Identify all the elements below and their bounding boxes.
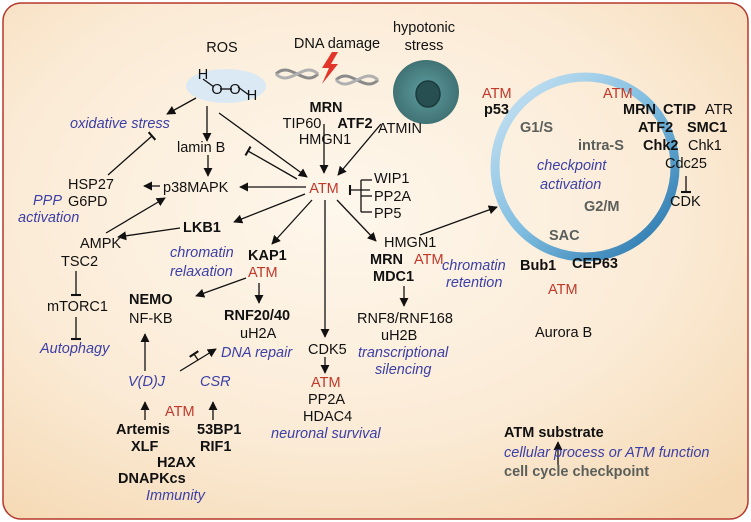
g6pd-label: G6PD (68, 194, 108, 210)
wip1-label: WIP1 (374, 171, 409, 187)
csr-label: CSR (200, 374, 231, 390)
legend-process: cellular process or ATM function (504, 445, 710, 461)
nfkb-label: NF-KB (129, 311, 173, 327)
g2m-label: G2/M (584, 199, 619, 215)
h2o2-h1: H (198, 67, 208, 83)
atf2-right-label: ATF2 (638, 120, 673, 136)
dnapkcs-label: DNAPKcs (118, 471, 186, 487)
hypotonic-cell-icon (393, 60, 459, 124)
ros-label: ROS (206, 40, 237, 56)
mrn-top-label: MRN (309, 100, 342, 116)
hsp27-label: HSP27 (68, 177, 114, 193)
ctip-label: CTIP (663, 102, 696, 118)
hypotonic-label: hypotonic (393, 20, 455, 36)
mdc1-label: MDC1 (373, 269, 414, 285)
mtorc1-label: mTORC1 (47, 299, 108, 315)
atm-center-label: ATM (309, 181, 339, 197)
chk1-label: Chk1 (688, 138, 722, 154)
kap1-label: KAP1 (248, 248, 287, 264)
pp2a-bottom-label: PP2A (308, 392, 345, 408)
dna-damage-icon (274, 52, 380, 86)
mrn-right-label: MRN (623, 102, 656, 118)
hmgn1-top-label: HMGN1 (299, 132, 351, 148)
h2ax-label: H2AX (157, 455, 196, 471)
p53-label: p53 (484, 102, 509, 118)
chromatin-retention-label-2: retention (446, 275, 502, 291)
atm-mid-label: ATM (414, 252, 444, 268)
ampk-label: AMPK (80, 236, 121, 252)
atmin-label: ATMIN (378, 121, 422, 137)
h2o2-h2: H (247, 88, 257, 104)
rnf8-rnf168-label: RNF8/RNF168 (357, 311, 453, 327)
hmgn1-mid-label: HMGN1 (384, 235, 436, 251)
dna-repair-label: DNA repair (221, 345, 293, 361)
atm-sac-label: ATM (548, 282, 578, 298)
dna-damage-label: DNA damage (294, 36, 380, 52)
pp2a-right-label: PP2A (374, 189, 411, 205)
artemis-label: Artemis (116, 422, 170, 438)
cdk5-label: CDK5 (308, 342, 347, 358)
atm-cdk5-label: ATM (311, 375, 341, 391)
legend-substrate: ATM substrate (504, 425, 604, 441)
g1s-label: G1/S (520, 120, 553, 136)
silencing-label: silencing (375, 362, 431, 378)
chromatin-relaxation-label-2: relaxation (170, 264, 233, 280)
tsc2-label: TSC2 (61, 254, 98, 270)
atm-intras-label: ATM (603, 86, 633, 102)
atm-immunity-label: ATM (165, 404, 195, 420)
uh2b-label: uH2B (381, 328, 417, 344)
h2o2-o2: O (229, 82, 240, 98)
atm-p53-label: ATM (482, 86, 512, 102)
53bp1-label: 53BP1 (197, 422, 241, 438)
checkpoint-label: checkpoint (537, 158, 607, 174)
bub1-label: Bub1 (520, 258, 556, 274)
cell-cycle-ring (490, 72, 680, 262)
autophagy-label: Autophagy (39, 341, 110, 357)
chromatin-relaxation-label-1: chromatin (170, 245, 234, 261)
immunity-label: Immunity (146, 488, 206, 504)
xlf-label: XLF (131, 439, 159, 455)
lamin-b-label: lamin B (177, 140, 225, 156)
mrn-mid-label: MRN (370, 252, 403, 268)
intra-s-label: intra-S (578, 138, 624, 154)
smc1-label: SMC1 (687, 120, 727, 136)
chk2-label: Chk2 (643, 138, 678, 154)
tip60-label: TIP60 (283, 116, 322, 132)
stress-label: stress (405, 38, 444, 54)
chromatin-retention-label-1: chromatin (442, 258, 506, 274)
legend-checkpoint: cell cycle checkpoint (504, 464, 649, 480)
neuronal-survival-label: neuronal survival (271, 426, 381, 442)
transcriptional-label: transcriptional (358, 345, 449, 361)
hdac4-label: HDAC4 (303, 409, 352, 425)
h2o2-o1: O (211, 82, 222, 98)
atr-label: ATR (705, 102, 733, 118)
atf2-top-label: ATF2 (337, 116, 372, 132)
cdk-label: CDK (670, 194, 701, 210)
atm-kap1-label: ATM (248, 265, 278, 281)
aurora-b-label: Aurora B (535, 325, 592, 341)
nemo-label: NEMO (129, 292, 173, 308)
h2o2-molecule-icon (186, 69, 266, 103)
rnf2040-label: RNF20/40 (224, 308, 290, 324)
cdc25-label: Cdc25 (665, 156, 707, 172)
pp5-label: PP5 (374, 206, 401, 222)
uh2a-label: uH2A (240, 326, 277, 342)
p38mapk-label: p38MAPK (163, 180, 229, 196)
oxidative-stress-label: oxidative stress (70, 116, 170, 132)
lkb1-label: LKB1 (183, 220, 221, 236)
vdj-label: V(D)J (128, 374, 166, 390)
cep63-label: CEP63 (572, 256, 618, 272)
ppp-activation-label: activation (18, 210, 79, 226)
ppp-label: PPP (33, 193, 62, 209)
rif1-label: RIF1 (200, 439, 231, 455)
sac-label: SAC (549, 228, 580, 244)
checkpoint-activation-label: activation (540, 177, 601, 193)
